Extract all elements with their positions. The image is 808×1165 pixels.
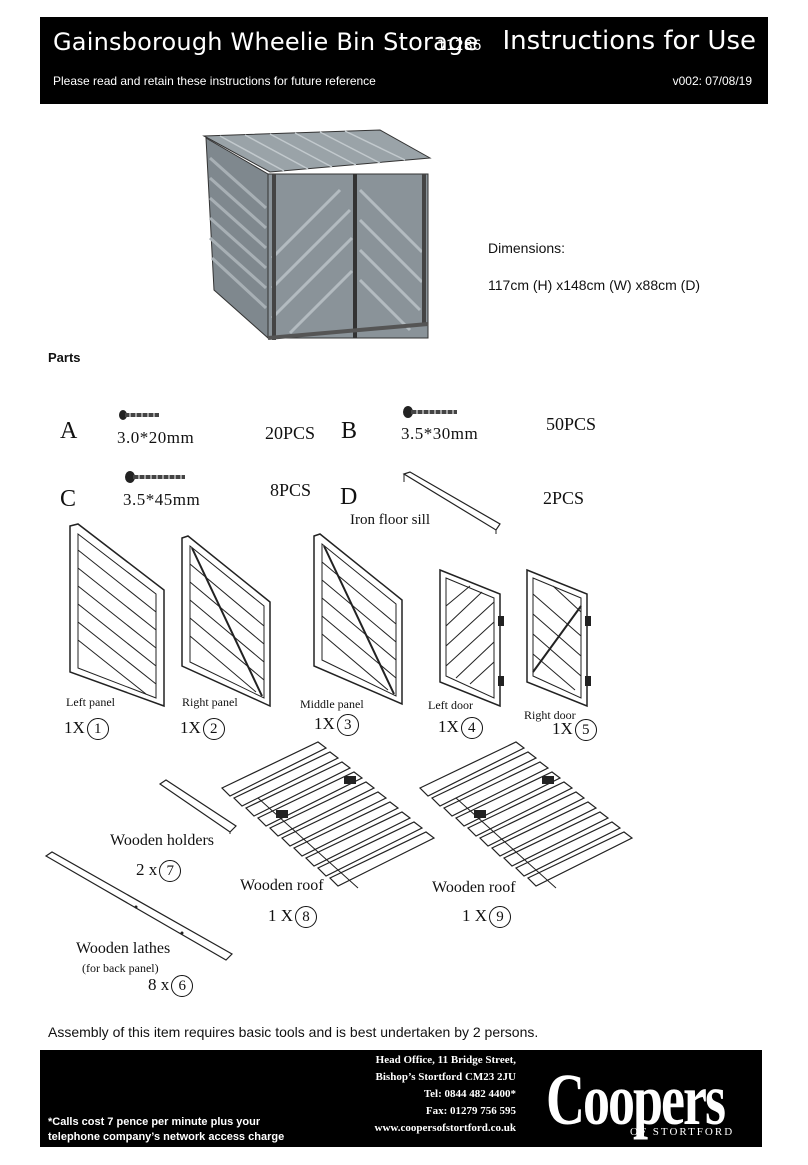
screw-c-icon: [125, 471, 185, 483]
part-qty-b: 50PCS: [546, 414, 597, 434]
part-number-6: 6: [171, 975, 194, 998]
screw-b-icon: [403, 406, 457, 418]
left-door-label: Left door: [428, 698, 473, 712]
call-note-line: telephone company’s network access charg…: [48, 1131, 285, 1143]
part-qty-c: 8PCS: [270, 480, 312, 500]
middle-panel-label: Middle panel: [300, 697, 364, 711]
left-door-qty: 1X: [438, 717, 459, 736]
middle-panel-drawing: [313, 533, 403, 706]
wooden-roof-2-qty: 1 X: [462, 906, 488, 925]
address-line: Head Office, 11 Bridge Street,: [375, 1054, 516, 1066]
wooden-roof-1-label: Wooden roof: [240, 877, 324, 894]
wooden-roof-2-drawing: [418, 741, 634, 889]
left-panel-drawing: [69, 523, 165, 708]
right-door-drawing: [526, 568, 591, 708]
left-door-drawing: [439, 568, 504, 708]
header-bar: Gainsborough Wheelie Bin Storage 11286 I…: [40, 17, 768, 104]
middle-panel-qty: 1X: [314, 714, 335, 733]
wooden-roof-1-qty: 1 X: [268, 906, 294, 925]
wooden-lathe-drawing: [44, 851, 233, 961]
parts-heading: Parts: [48, 350, 81, 365]
left-panel-label: Left panel: [66, 695, 115, 709]
screw-a-icon: [119, 410, 159, 420]
right-door-qty: 1X: [552, 719, 573, 738]
product-image: [202, 129, 432, 340]
part-spec-d: Iron floor sill: [350, 512, 430, 528]
left-panel-qty: 1X: [64, 718, 85, 737]
part-qty-a: 20PCS: [265, 423, 316, 443]
call-note-line: *Calls cost 7 pence per minute plus your: [48, 1116, 261, 1128]
document-type: Instructions for Use: [502, 26, 756, 56]
wooden-holders-qty: 2 x: [136, 860, 158, 879]
part-number-4: 4: [460, 717, 483, 740]
wooden-lathes-qty: 8 x: [148, 975, 170, 994]
wooden-lathes-label: Wooden lathes: [76, 940, 171, 957]
wooden-holders-label: Wooden holders: [110, 832, 215, 849]
part-number-5: 5: [574, 719, 597, 742]
header-subtitle: Please read and retain these instruction…: [53, 74, 376, 88]
brand-logo: Coopers: [546, 1059, 726, 1141]
company-address: Head Office, 11 Bridge Street, Bishop’s …: [375, 1052, 516, 1137]
part-spec-a: 3.0*20mm: [117, 428, 195, 447]
part-spec-c: 3.5*45mm: [123, 490, 201, 509]
iron-floor-sill-icon: [402, 471, 501, 534]
part-spec-b: 3.5*30mm: [401, 424, 479, 443]
part-letter-d: D: [340, 484, 358, 510]
right-panel-drawing: [181, 535, 271, 708]
footer-bar: Head Office, 11 Bridge Street, Bishop’s …: [40, 1050, 762, 1147]
address-line: Bishop’s Stortford CM23 2JU: [375, 1071, 516, 1083]
part-number-8: 8: [295, 906, 318, 929]
assembly-note: Assembly of this item requires basic too…: [48, 1024, 539, 1040]
wooden-roof-1-drawing: [220, 741, 436, 889]
dimensions-label: Dimensions:: [488, 240, 566, 256]
right-door-label: Right door: [524, 708, 576, 722]
version-date: v002: 07/08/19: [672, 74, 752, 88]
telephone: Tel: 0844 482 4400*: [423, 1088, 516, 1100]
part-number-9: 9: [489, 906, 512, 929]
website: www.coopersofstortford.co.uk: [374, 1122, 516, 1134]
part-qty-d: 2PCS: [543, 488, 585, 508]
part-number-7: 7: [159, 860, 182, 883]
document-title: Gainsborough Wheelie Bin Storage: [53, 28, 479, 56]
part-number-1: 1: [86, 718, 109, 741]
right-panel-qty: 1X: [180, 718, 201, 737]
part-letter-a: A: [60, 418, 78, 444]
part-letter-c: C: [60, 486, 77, 512]
dimensions-value: 117cm (H) x148cm (W) x88cm (D): [488, 277, 701, 293]
part-letter-b: B: [341, 418, 358, 444]
wooden-holder-drawing: [158, 779, 237, 834]
fax: Fax: 01279 756 595: [425, 1105, 516, 1117]
product-code: 11286: [437, 38, 482, 54]
call-charge-note: *Calls cost 7 pence per minute plus your…: [48, 1115, 284, 1145]
wooden-roof-2-label: Wooden roof: [432, 879, 516, 896]
part-number-3: 3: [336, 714, 359, 737]
brand-logo-subtitle: OF STORTFORD: [630, 1126, 735, 1138]
right-panel-label: Right panel: [182, 695, 238, 709]
part-number-2: 2: [202, 718, 225, 741]
wooden-lathes-sublabel: (for back panel): [82, 961, 159, 975]
